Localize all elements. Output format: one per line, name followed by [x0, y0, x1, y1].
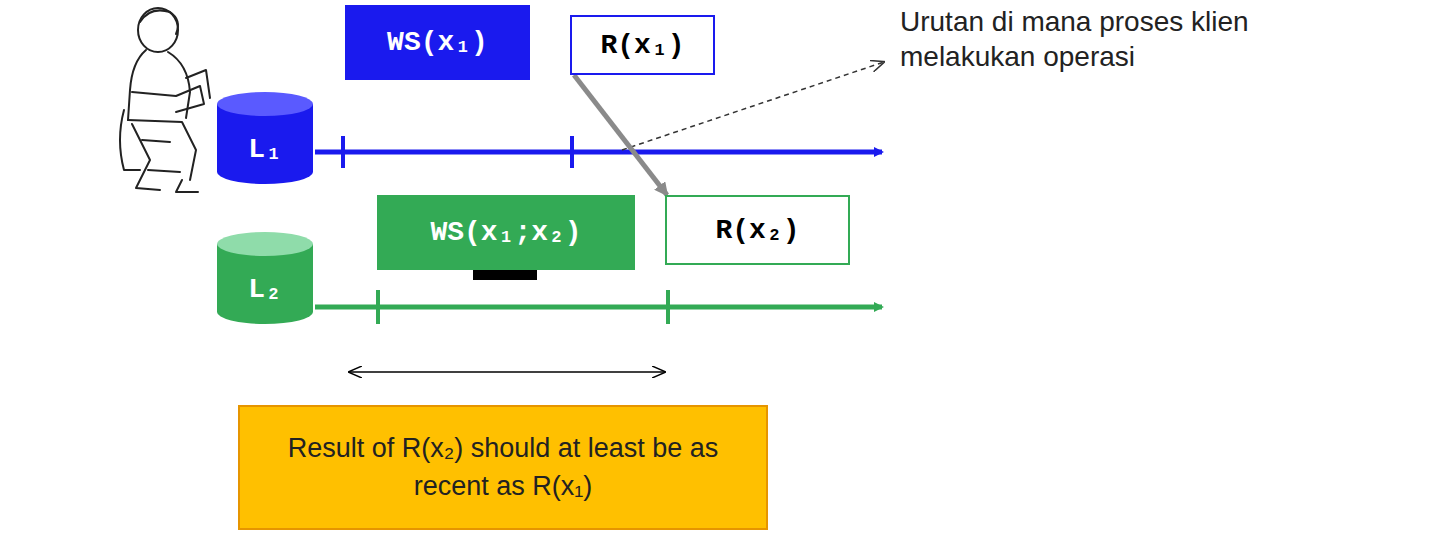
- node-text: R(x₂): [715, 215, 799, 246]
- note-box: Result of R(x₂) should at least be as re…: [238, 405, 768, 530]
- note-label: Urutan di mana proses klien melakukan op…: [900, 4, 1280, 74]
- write-box: WS(x₁;x₂): [377, 195, 635, 270]
- tick: [376, 290, 380, 324]
- node-text: R(x₁): [600, 30, 684, 61]
- interval-arrow: [349, 371, 665, 373]
- tick: [341, 136, 345, 168]
- node-text: WS(x₁;x₂): [430, 217, 581, 248]
- storage-cylinder: L₁: [215, 90, 315, 186]
- node-text: L₂: [248, 274, 282, 305]
- tick: [570, 136, 574, 168]
- node-text: Result of R(x₂) should at least be as re…: [252, 430, 754, 506]
- read-box: R(x₂): [665, 195, 850, 265]
- timeline-l1: [315, 150, 882, 155]
- storage-cylinder: L₂: [215, 230, 315, 326]
- person-illustration: [120, 8, 210, 192]
- tick: [666, 290, 670, 324]
- node-text: L₁: [248, 134, 282, 165]
- order-arrow: [574, 75, 667, 195]
- leader-line: [622, 62, 884, 150]
- node-text: WS(x₁): [387, 27, 488, 58]
- read-box: R(x₁): [570, 15, 715, 75]
- write-box: WS(x₁): [345, 5, 530, 80]
- timeline-l2: [315, 305, 882, 310]
